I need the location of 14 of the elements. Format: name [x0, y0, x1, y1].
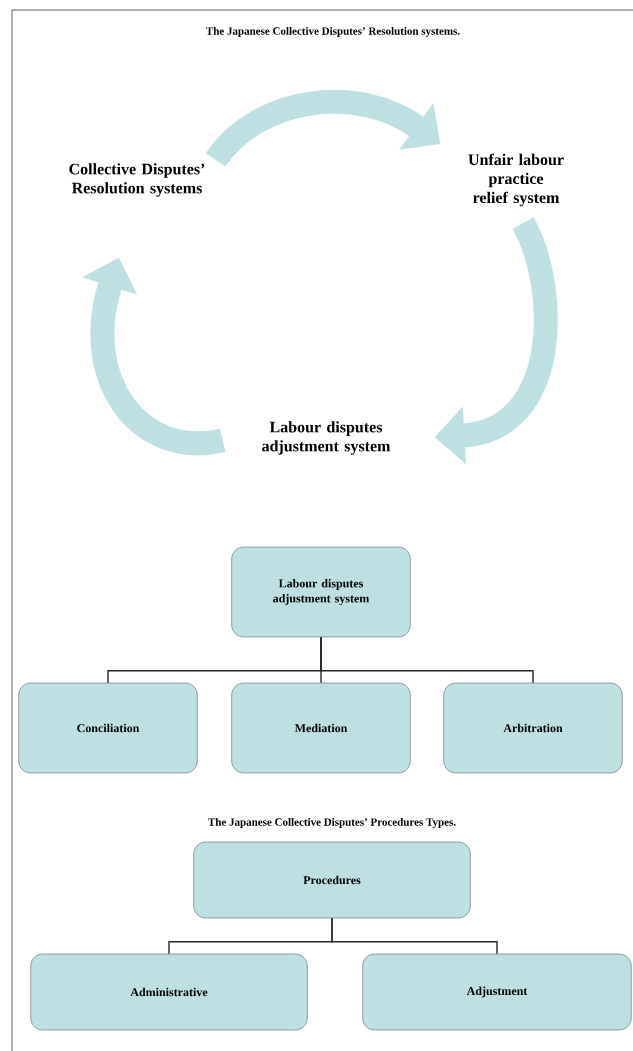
rounded-box: Administrative	[30, 953, 308, 1031]
connector-line	[331, 917, 498, 955]
rounded-box: Conciliation	[18, 682, 198, 774]
system-label: Collective Disputes’ Resolution systems	[69, 163, 205, 197]
connector-line	[320, 636, 534, 684]
rounded-box: Procedures	[193, 841, 471, 919]
title: The Japanese Collective Disputes’ Resolution systems.	[206, 27, 460, 37]
rounded-box: Arbitration	[443, 682, 623, 774]
system-label: Labour disputes adjustment system	[262, 421, 391, 455]
rounded-box: Adjustment	[362, 953, 632, 1031]
rounded-box: Labour disputes adjustment system	[231, 546, 411, 638]
rounded-box: Mediation	[231, 682, 411, 774]
system-label: Unfair labour practice relief system	[468, 153, 564, 207]
heading: The Japanese Collective Disputes’ Procedures Types.	[208, 818, 456, 828]
